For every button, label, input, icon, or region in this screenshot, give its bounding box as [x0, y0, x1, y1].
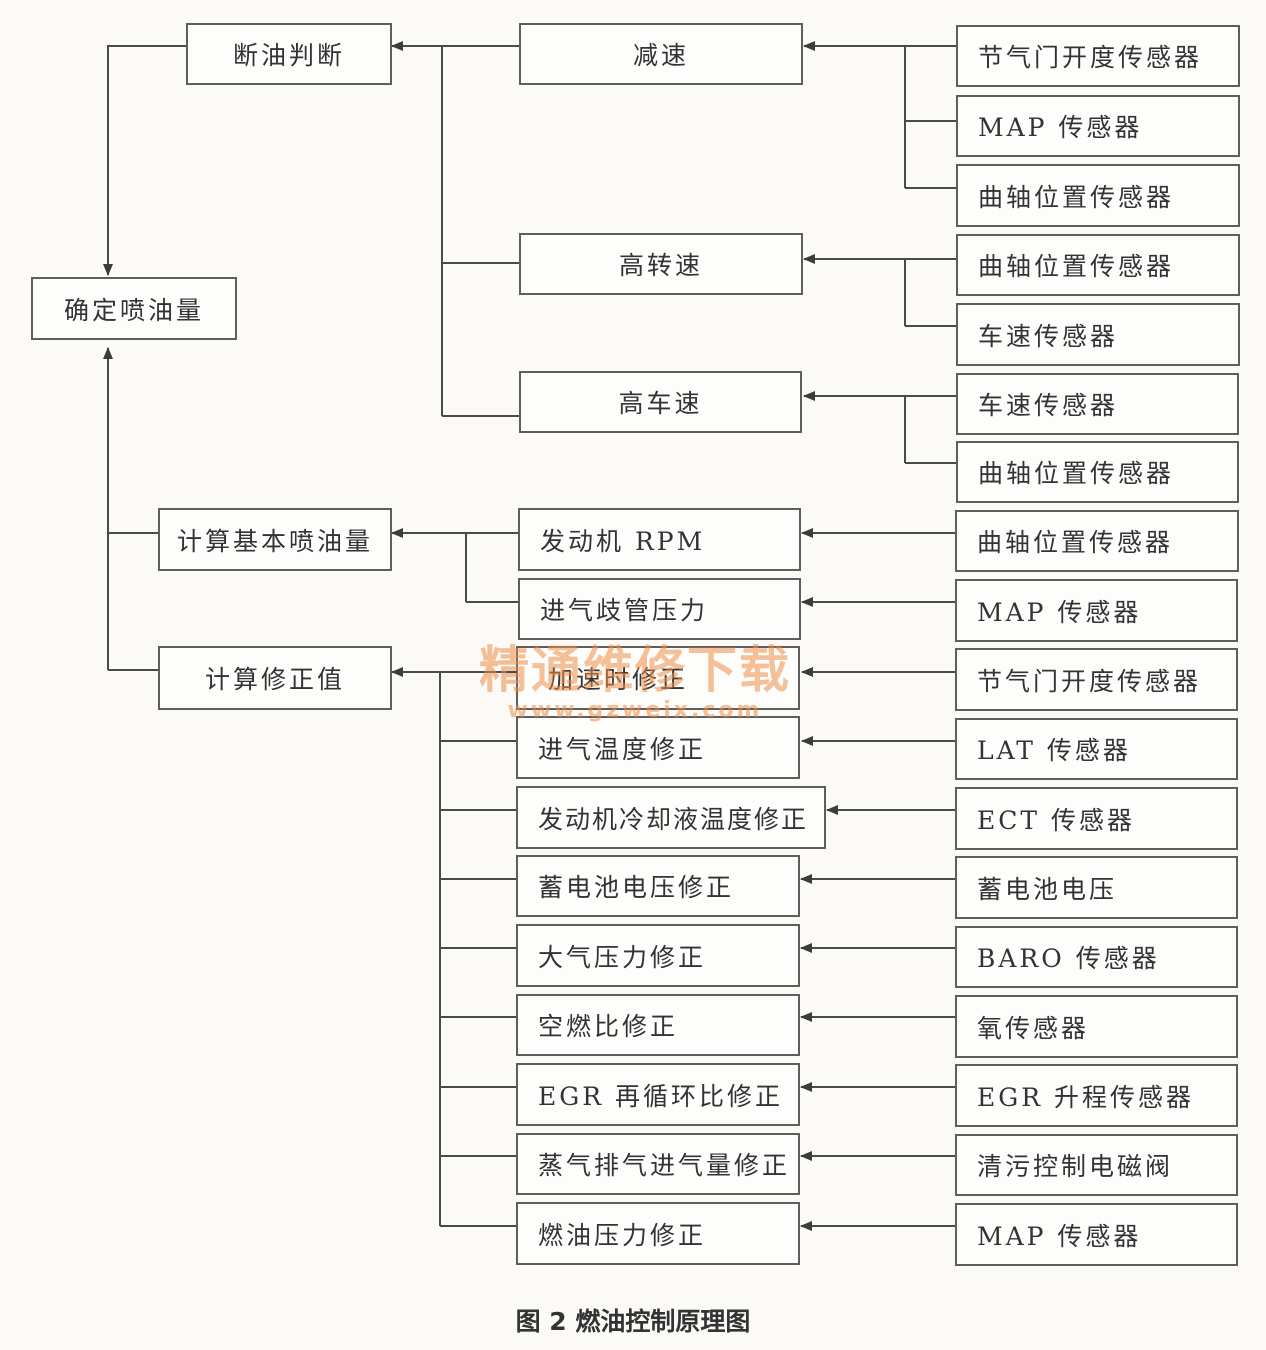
sensor-vehicle-speed-1: 车速传感器 — [956, 303, 1240, 366]
afr-correction-box: 空燃比修正 — [516, 994, 800, 1056]
high-speed-box: 高车速 — [519, 371, 802, 433]
sensor-baro: BARO 传感器 — [955, 926, 1238, 988]
sensor-lat: LAT 传感器 — [955, 718, 1238, 780]
calc-basic-injection-box: 计算基本喷油量 — [158, 508, 392, 571]
sensor-oxygen: 氧传感器 — [955, 995, 1238, 1058]
intake-temp-correction-box: 进气温度修正 — [516, 716, 800, 779]
sensor-map-2: MAP 传感器 — [955, 579, 1238, 642]
sensor-map-3: MAP 传感器 — [955, 1203, 1238, 1266]
high-rpm-box: 高转速 — [519, 233, 803, 295]
battery-voltage-correction-box: 蓄电池电压修正 — [516, 855, 800, 917]
sensor-crankshaft-3: 曲轴位置传感器 — [956, 441, 1239, 503]
sensor-crankshaft-2: 曲轴位置传感器 — [956, 234, 1240, 296]
determine-injection-box: 确定喷油量 — [31, 277, 237, 340]
egr-correction-box: EGR 再循环比修正 — [516, 1063, 800, 1126]
sensor-throttle-position-1: 节气门开度传感器 — [956, 25, 1240, 87]
decel-box: 减速 — [519, 23, 803, 85]
fuel-cut-judgment-box: 断油判断 — [186, 23, 392, 85]
sensor-egr-lift: EGR 升程传感器 — [955, 1064, 1238, 1127]
intake-pressure-box: 进气歧管压力 — [518, 578, 801, 640]
sensor-throttle-position-2: 节气门开度传感器 — [955, 648, 1238, 711]
calc-correction-box: 计算修正值 — [158, 646, 392, 710]
fuel-pressure-correction-box: 燃油压力修正 — [516, 1202, 800, 1265]
sensor-vehicle-speed-2: 车速传感器 — [956, 373, 1239, 435]
sensor-battery-voltage: 蓄电池电压 — [955, 856, 1238, 919]
purge-control-solenoid: 清污控制电磁阀 — [955, 1134, 1238, 1196]
coolant-temp-correction-box: 发动机冷却液温度修正 — [516, 786, 826, 849]
figure-caption: 图 2 燃油控制原理图 — [515, 1307, 751, 1336]
accel-correction-box: 加速时修正 — [516, 646, 800, 710]
sensor-crankshaft-1: 曲轴位置传感器 — [956, 164, 1240, 227]
sensor-crankshaft-4: 曲轴位置传感器 — [955, 510, 1239, 572]
sensor-ect: ECT 传感器 — [955, 787, 1238, 850]
sensor-map-1: MAP 传感器 — [956, 95, 1240, 157]
baro-correction-box: 大气压力修正 — [516, 924, 800, 987]
engine-rpm-box: 发动机 RPM — [518, 508, 801, 571]
vapor-correction-box: 蒸气排气进气量修正 — [516, 1133, 800, 1195]
